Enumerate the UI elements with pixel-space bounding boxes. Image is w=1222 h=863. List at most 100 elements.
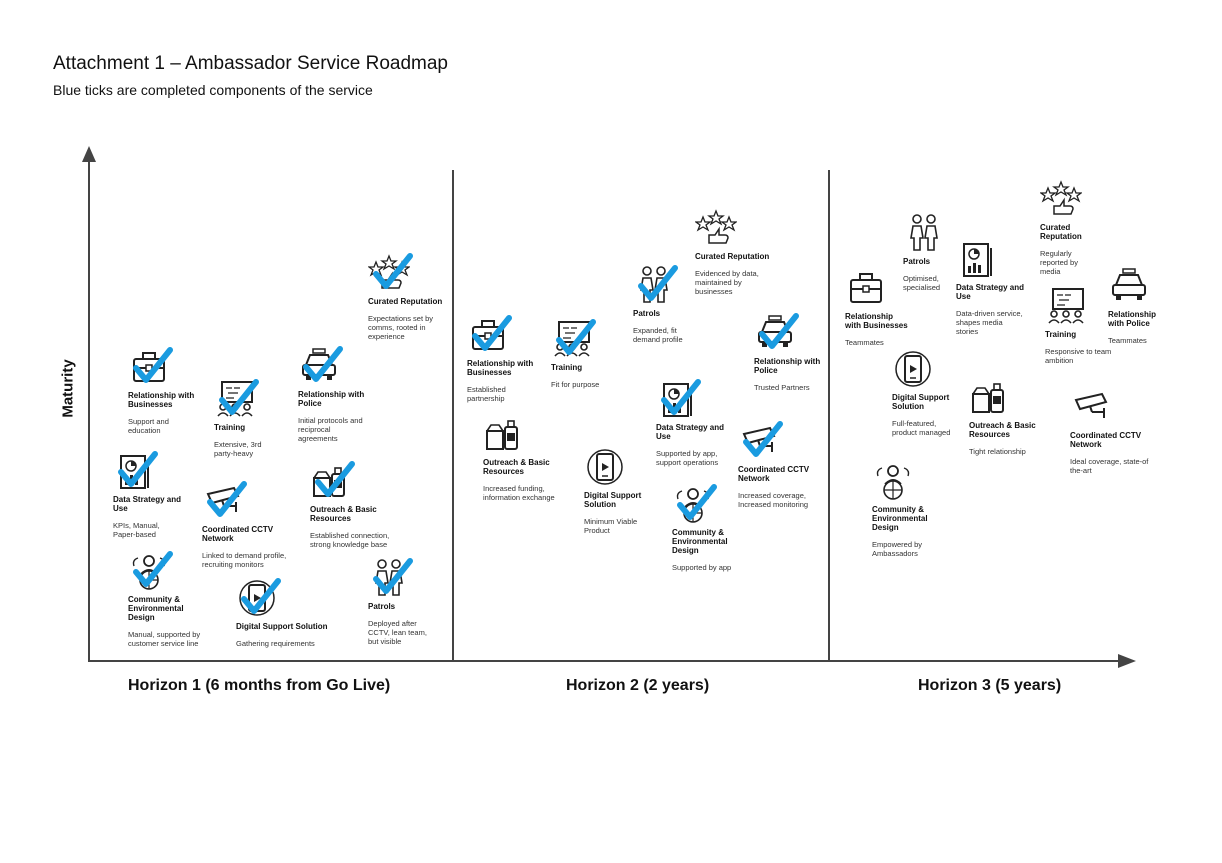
item-description: Minimum Viable Product xyxy=(584,517,638,535)
completed-tick-icon xyxy=(555,318,597,360)
item-description: Support and education xyxy=(128,417,169,435)
completed-tick-icon xyxy=(302,345,344,387)
community-globe-icon xyxy=(128,550,173,592)
page-title: Attachment 1 – Ambassador Service Roadma… xyxy=(53,53,448,74)
item-name: Outreach & Basic Resources xyxy=(969,421,1036,439)
item-name: Relationship with Businesses xyxy=(845,312,908,330)
completed-tick-icon xyxy=(132,346,174,388)
horizon-1-label: Horizon 1 (6 months from Go Live) xyxy=(128,677,391,694)
cctv-camera-icon xyxy=(202,480,247,522)
item-name: Data Strategy and Use xyxy=(656,423,725,441)
item-name: Digital Support Solution xyxy=(584,491,642,509)
mobile-app-icon xyxy=(236,577,281,619)
patrol-people-icon xyxy=(903,212,945,254)
item-description: Supported by app, support operations xyxy=(656,449,719,467)
patrol-people-icon xyxy=(633,264,678,306)
item-name: Community & Environmental Design xyxy=(128,595,184,622)
item-name: Curated Reputation xyxy=(1040,223,1082,241)
supplies-icon xyxy=(969,376,1011,418)
item-name: Relationship with Businesses xyxy=(467,359,534,377)
completed-tick-icon xyxy=(676,483,718,525)
item-name: Community & Environmental Design xyxy=(672,528,728,555)
mobile-app-icon xyxy=(584,446,626,488)
horizon-2-label: Horizon 2 (2 years) xyxy=(566,677,710,694)
item-description: Initial protocols and reciprocal agreeme… xyxy=(298,416,363,443)
cctv-camera-icon xyxy=(738,420,783,462)
briefcase-icon xyxy=(845,267,887,309)
horizon-3-label: Horizon 3 (5 years) xyxy=(918,677,1062,694)
community-globe-icon xyxy=(672,483,717,525)
completed-tick-icon xyxy=(372,252,414,294)
item-description: Evidenced by data, maintained by busines… xyxy=(695,269,759,296)
item-name: Data Strategy and Use xyxy=(956,283,1025,301)
y-axis xyxy=(88,158,90,661)
item-description: Expanded, fit demand profile xyxy=(633,326,683,344)
item-description: Established connection, strong knowledge… xyxy=(310,531,390,549)
item-description: Optimised, specialised xyxy=(903,274,941,292)
page-subtitle: Blue ticks are completed components of t… xyxy=(53,82,373,98)
item-description: Regularly reported by media xyxy=(1040,249,1078,276)
item-name: Patrols xyxy=(903,257,931,266)
y-axis-label: Maturity xyxy=(59,359,77,418)
completed-tick-icon xyxy=(742,420,784,462)
item-description: Extensive, 3rd party-heavy xyxy=(214,440,262,458)
item-description: Ideal coverage, state-of the-art xyxy=(1070,457,1149,475)
supplies-icon xyxy=(483,413,525,455)
item-description: Teammates xyxy=(845,338,884,347)
completed-tick-icon xyxy=(206,480,248,522)
completed-tick-icon xyxy=(240,577,282,619)
briefcase-icon xyxy=(128,346,173,388)
horizon-divider-1 xyxy=(452,170,454,661)
item-description: Established partnership xyxy=(467,385,506,403)
training-board-icon xyxy=(214,378,259,420)
item-name: Relationship with Businesses xyxy=(128,391,195,409)
item-description: Data-driven service, shapes media storie… xyxy=(956,309,1023,336)
completed-tick-icon xyxy=(314,460,356,502)
item-name: Relationship with Police xyxy=(298,390,365,408)
community-globe-icon xyxy=(872,460,914,502)
rating-stars-icon xyxy=(1040,178,1082,220)
x-axis-arrow xyxy=(1118,654,1136,668)
item-description: Responsive to team ambition xyxy=(1045,347,1112,365)
briefcase-icon xyxy=(467,314,512,356)
supplies-icon xyxy=(310,460,355,502)
completed-tick-icon xyxy=(660,378,702,420)
rating-stars-icon xyxy=(368,252,413,294)
data-report-icon xyxy=(956,238,998,280)
completed-tick-icon xyxy=(218,378,260,420)
item-name: Data Strategy and Use xyxy=(113,495,182,513)
y-axis-arrow xyxy=(82,146,96,162)
item-description: Fit for purpose xyxy=(551,380,600,389)
horizon-divider-2 xyxy=(828,170,830,661)
mobile-app-icon xyxy=(892,348,934,390)
data-report-icon xyxy=(656,378,701,420)
item-name: Digital Support Solution xyxy=(236,622,328,631)
police-car-icon xyxy=(754,312,799,354)
item-name: Training xyxy=(551,363,583,372)
item-description: Empowered by Ambassadors xyxy=(872,540,923,558)
item-description: Linked to demand profile, recruiting mon… xyxy=(202,551,287,569)
completed-tick-icon xyxy=(372,557,414,599)
patrol-people-icon xyxy=(368,557,413,599)
